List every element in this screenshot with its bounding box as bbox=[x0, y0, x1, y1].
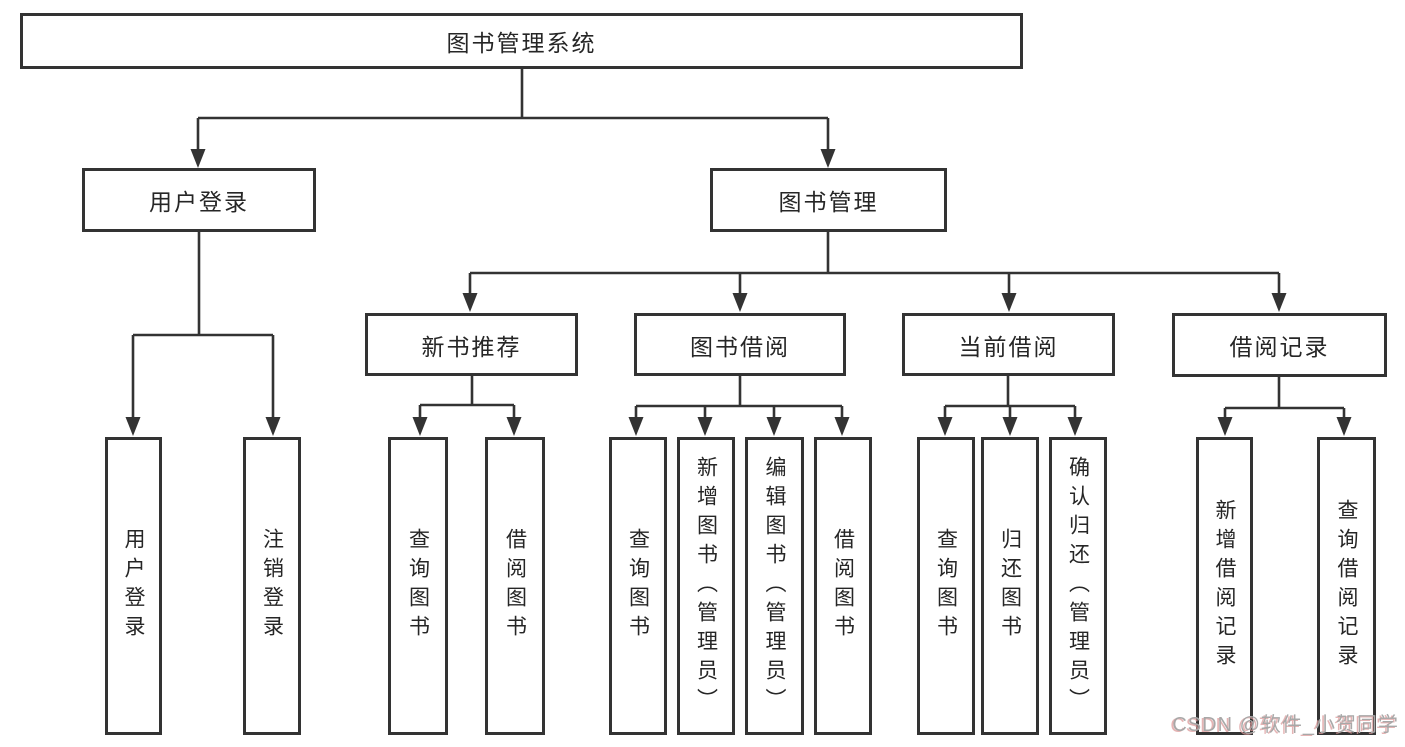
connector-recommend-branch bbox=[418, 376, 516, 419]
leaf-borrow-book: 借阅图书 bbox=[814, 437, 872, 735]
leaf-query-books-borrow: 查询图书 bbox=[609, 437, 667, 735]
leaf-query-books-current: 查询图书 bbox=[917, 437, 975, 735]
node-book-borrowing: 图书借阅 bbox=[634, 313, 846, 376]
node-book-borrowing-label: 图书借阅 bbox=[690, 333, 790, 360]
connector-borrow-branch bbox=[634, 376, 844, 419]
leaf-add-book-admin: 新增图书（管理员） bbox=[677, 437, 735, 735]
node-current-borrowing-label: 当前借阅 bbox=[958, 333, 1059, 360]
node-root: 图书管理系统 bbox=[20, 13, 1023, 69]
node-current-borrowing: 当前借阅 bbox=[902, 313, 1115, 376]
leaf-label: 查询图书 bbox=[626, 528, 650, 644]
leaf-label: 查询图书 bbox=[406, 528, 430, 644]
arrowhead-icons bbox=[125, 149, 1352, 436]
leaf-label: 编辑图书（管理员） bbox=[763, 455, 786, 717]
csdn-watermark: CSDN @软件_小贺同学 bbox=[1172, 714, 1399, 736]
leaf-borrow-book-recommend: 借阅图书 bbox=[485, 437, 545, 735]
arrow-down-icon bbox=[834, 417, 850, 436]
leaf-label: 新增图书（管理员） bbox=[694, 455, 718, 717]
arrow-down-icon bbox=[628, 417, 644, 436]
node-book-management-label: 图书管理 bbox=[778, 189, 879, 215]
arrow-down-icon bbox=[766, 417, 782, 436]
node-user-login: 用户登录 bbox=[82, 168, 316, 232]
leaf-label: 用户登录 bbox=[122, 528, 145, 644]
node-new-book-recommend: 新书推荐 bbox=[365, 313, 578, 376]
leaf-add-borrow-record: 新增借阅记录 bbox=[1196, 437, 1253, 735]
leaf-label: 查询图书 bbox=[934, 528, 958, 644]
arrow-down-icon bbox=[1067, 417, 1083, 436]
arrow-down-icon bbox=[1002, 417, 1018, 436]
leaf-edit-book-admin: 编辑图书（管理员） bbox=[745, 437, 804, 735]
leaf-label: 借阅图书 bbox=[831, 528, 855, 644]
leaf-user-login: 用户登录 bbox=[105, 437, 162, 735]
arrow-down-icon bbox=[820, 149, 836, 168]
arrow-down-icon bbox=[937, 417, 953, 436]
node-user-login-label: 用户登录 bbox=[149, 189, 249, 215]
leaf-label: 注销登录 bbox=[260, 528, 284, 644]
arrow-down-icon bbox=[697, 417, 713, 436]
arrow-down-icon bbox=[506, 417, 522, 436]
leaf-label: 新增借阅记录 bbox=[1213, 499, 1236, 673]
arrow-down-icon bbox=[1271, 293, 1287, 312]
arrow-down-icon bbox=[1336, 417, 1352, 436]
leaf-label: 查询借阅记录 bbox=[1335, 499, 1358, 673]
leaf-label: 归还图书 bbox=[998, 528, 1022, 644]
leaf-query-books-recommend: 查询图书 bbox=[388, 437, 448, 735]
arrow-down-icon bbox=[265, 417, 281, 436]
connector-records-branch bbox=[1223, 377, 1346, 419]
connector-current-branch bbox=[943, 376, 1077, 419]
arrow-down-icon bbox=[732, 293, 748, 312]
node-borrow-records: 借阅记录 bbox=[1172, 313, 1387, 377]
arrow-down-icon bbox=[1217, 417, 1233, 436]
arrow-down-icon bbox=[1001, 293, 1017, 312]
arrow-down-icon bbox=[412, 417, 428, 436]
arrow-down-icon bbox=[190, 149, 206, 168]
leaf-label: 确认归还（管理员） bbox=[1066, 455, 1090, 717]
node-book-management: 图书管理 bbox=[710, 168, 947, 232]
node-borrow-records-label: 借阅记录 bbox=[1229, 334, 1330, 360]
leaf-return-book: 归还图书 bbox=[981, 437, 1039, 735]
connector-login-branch bbox=[131, 232, 275, 419]
node-root-label: 图书管理系统 bbox=[446, 30, 597, 56]
connector-root-to-level2 bbox=[196, 69, 830, 151]
leaf-logout: 注销登录 bbox=[243, 437, 301, 735]
connector-management-to-level3 bbox=[468, 232, 1281, 295]
leaf-query-borrow-record: 查询借阅记录 bbox=[1317, 437, 1376, 735]
node-new-book-recommend-label: 新书推荐 bbox=[421, 333, 522, 360]
arrow-down-icon bbox=[125, 417, 141, 436]
arrow-down-icon bbox=[462, 293, 478, 312]
leaf-label: 借阅图书 bbox=[503, 528, 527, 644]
leaf-confirm-return-admin: 确认归还（管理员） bbox=[1049, 437, 1107, 735]
